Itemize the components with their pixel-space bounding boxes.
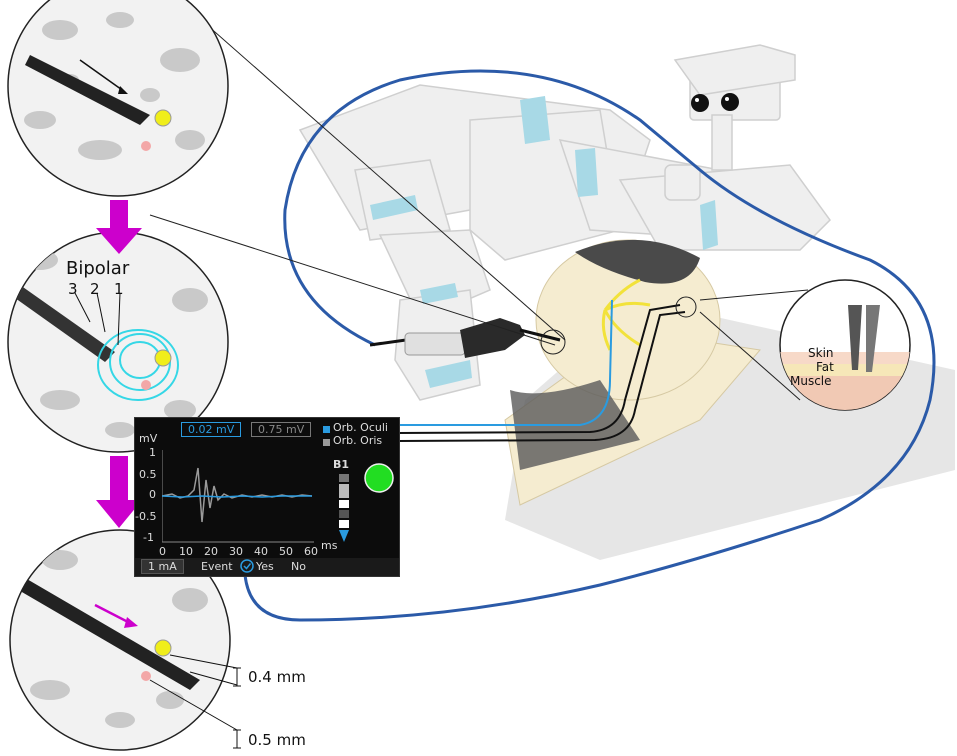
check-icon[interactable] [240,559,254,573]
reading-1: 0.02 mV [181,422,242,437]
event-yes[interactable]: Yes [256,560,274,573]
fat-label: Fat [816,360,834,374]
emg-plot [162,450,314,543]
stimulation-probe [369,318,561,358]
y-unit: mV [139,432,158,445]
zoom-lines [149,2,809,401]
x-tick-30: 30 [229,545,243,558]
x-tick-20: 20 [204,545,218,558]
event-label: Event [201,560,233,573]
flow-arrow-2 [96,456,142,528]
y-tick-0: 0 [149,488,156,501]
skin-label: Skin [808,346,834,360]
skin-magnifier [779,279,911,411]
y-tick-m05: -0.5 [135,510,157,523]
x-tick-10: 10 [179,545,193,558]
status-indicator [364,463,394,493]
x-tick-40: 40 [254,545,268,558]
bipolar-label: Bipolar [66,258,130,279]
legend-chip-oculi [323,426,330,433]
electrode-1-label: 1 [114,280,124,298]
event-no[interactable]: No [291,560,306,573]
facial-nerve [601,278,651,351]
robot-arm [298,44,831,401]
oris-trace [162,467,313,523]
electrode-2-label: 2 [90,280,100,298]
legend-chip-oris [323,439,330,446]
oculi-trace [162,495,312,498]
zoom-circle-2 [7,231,229,453]
electrode-wire-black-2 [397,311,686,442]
distance-04-label: 0.4 mm [248,668,306,686]
channel-label: B1 [333,458,350,471]
electrode-wire-black [397,304,681,434]
x-tick-50: 50 [279,545,293,558]
x-tick-0: 0 [159,545,166,558]
current-label[interactable]: 1 mA [141,559,184,574]
muscle-label: Muscle [790,374,832,388]
y-tick-m1: -1 [143,531,154,544]
blue-cable [243,69,936,622]
y-tick-05: 0.5 [139,468,157,481]
legend-oris: Orb. Oris [333,434,383,447]
zoom-circle-3 [9,529,241,751]
x-unit: ms [321,539,338,552]
flow-arrow-1 [96,200,142,254]
tracking-camera [691,93,739,112]
legend-oculi: Orb. Oculi [333,421,388,434]
reading-2: 0.75 mV [251,422,312,437]
monitor-footer [135,558,399,576]
distance-05-label: 0.5 mm [248,731,306,749]
y-tick-1: 1 [149,446,156,459]
flow-arrows [96,200,142,528]
patient [504,239,955,560]
electrode-3-label: 3 [68,280,78,298]
electrode-indicator [339,474,349,542]
electrode-wire-blue [398,299,613,426]
x-tick-60: 60 [304,545,318,558]
zoom-circle-1 [7,0,229,197]
emg-monitor: 0.02 mV 0.75 mV Orb. Oculi Orb. Oris mV … [134,417,400,577]
robot-accents [370,96,718,388]
